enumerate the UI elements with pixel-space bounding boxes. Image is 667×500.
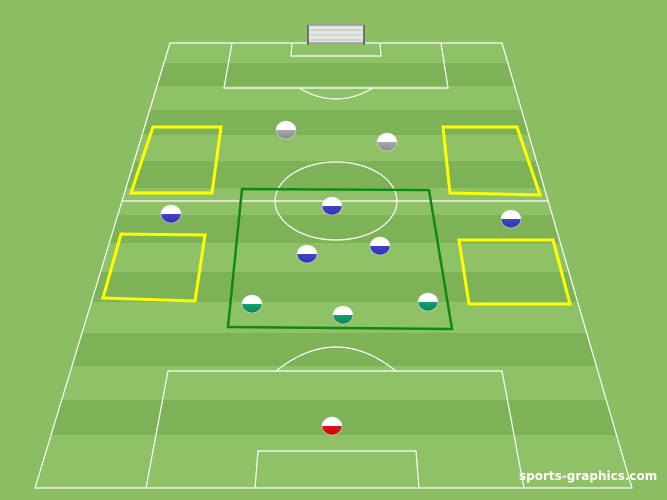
bottom-penalty-arc: [275, 346, 397, 372]
player-grey: [275, 120, 297, 140]
players: [160, 120, 522, 436]
player-blue: [369, 236, 391, 256]
player-blue: [160, 204, 182, 224]
top-goal-area: [290, 42, 382, 57]
watermark: sports-graphics.com: [519, 469, 658, 483]
player-grey: [376, 132, 398, 152]
player-blue: [321, 196, 343, 216]
zone-green-central: [226, 187, 454, 331]
bottom-penalty-box: [145, 370, 525, 489]
player-green: [332, 305, 354, 325]
player-green: [417, 292, 439, 312]
touchline-boundary: [34, 42, 633, 489]
zone-yellow-mid-left: [101, 232, 207, 303]
center-circle: [274, 161, 398, 241]
zone-yellow-top-right: [441, 125, 543, 197]
player-green: [241, 294, 263, 314]
player-blue: [296, 244, 318, 264]
zone-yellow-mid-right: [457, 238, 572, 306]
top-goal: [307, 24, 365, 45]
zone-yellow-top-left: [128, 125, 223, 195]
training-zones: [101, 125, 572, 331]
player-red: [321, 416, 343, 436]
bottom-goal-area: [254, 450, 420, 489]
top-penalty-box: [223, 42, 449, 89]
top-penalty-arc: [298, 87, 374, 100]
player-blue: [500, 209, 522, 229]
